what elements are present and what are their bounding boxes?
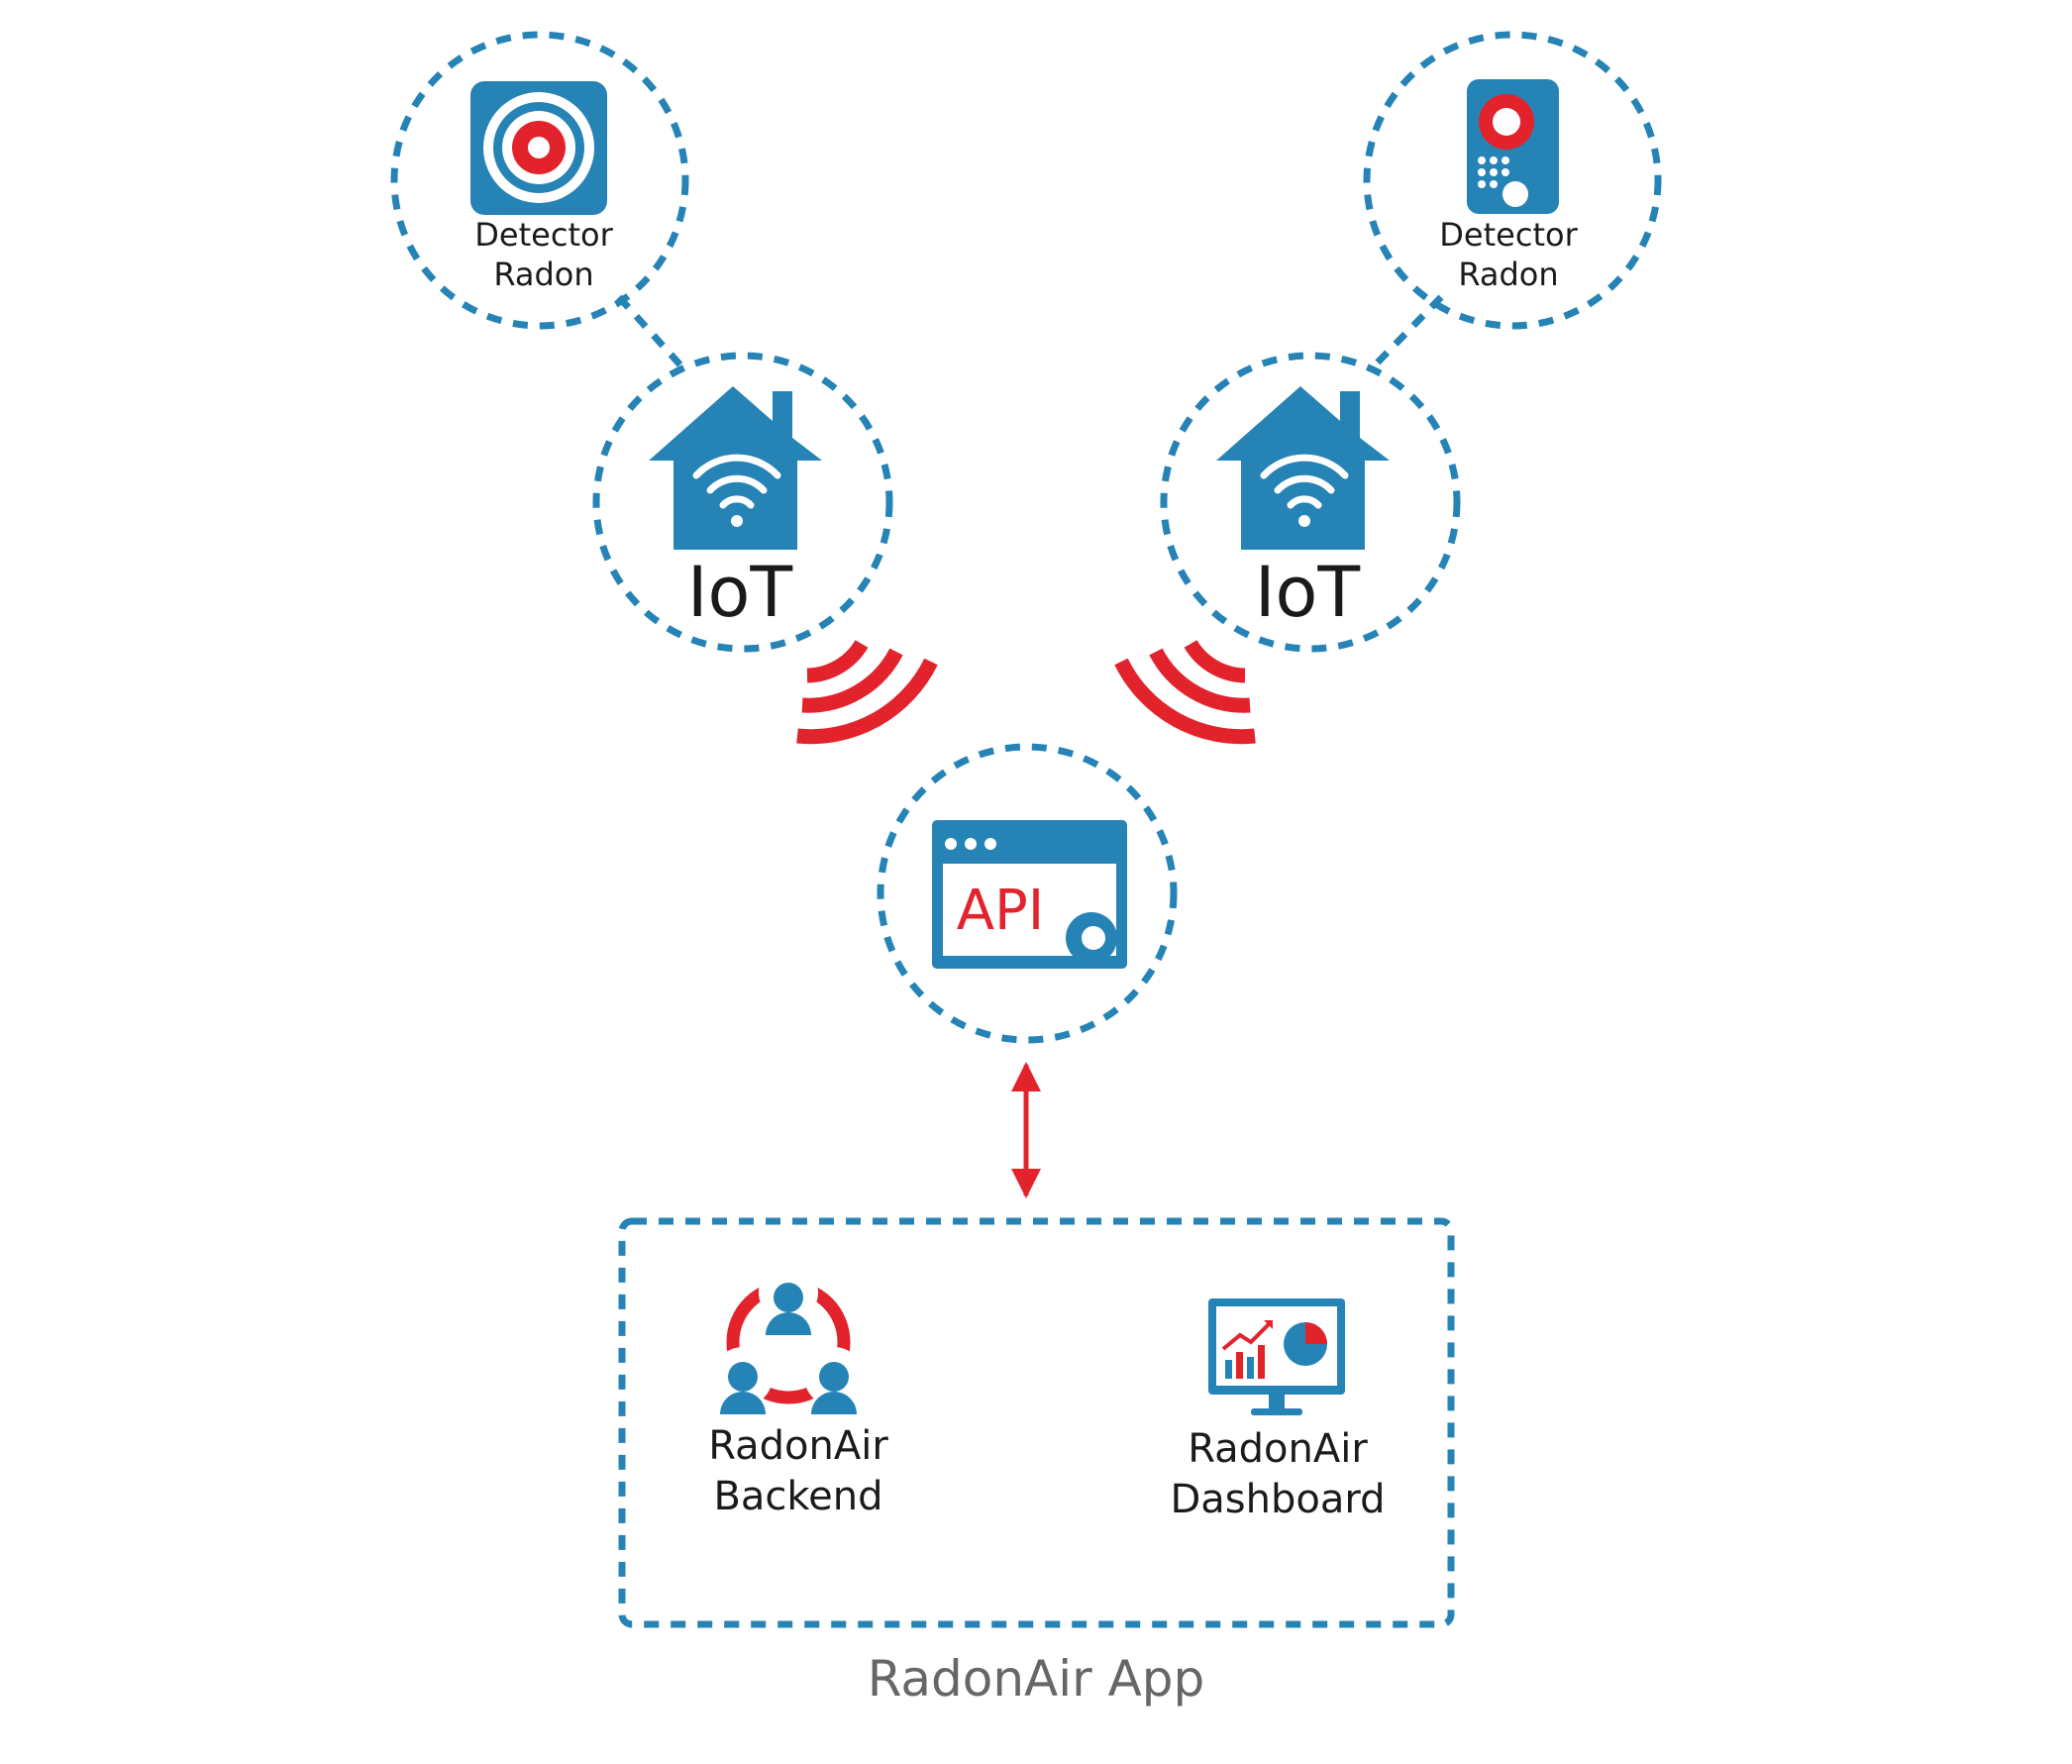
wireless-signal-icon [796, 639, 938, 745]
iot-left-label: IoT [687, 552, 792, 633]
api-node: API [877, 743, 1178, 1044]
app-caption: RadonAir App [868, 1650, 1205, 1708]
dashboard-line2: Dashboard [1170, 1477, 1385, 1522]
radonair-app-box: RadonAir Backend RadonAir Dashboard [618, 1217, 1455, 1628]
dashboard-line1: RadonAir [1188, 1426, 1368, 1472]
iot-right-label: IoT [1255, 552, 1360, 633]
radon-detector-icon [470, 81, 607, 215]
detector-node-left: Detector Radon [390, 31, 689, 330]
iot-node-left: IoT [592, 352, 893, 653]
detector-right-line1: Detector [1439, 216, 1578, 254]
wireless-signal-icon [1114, 639, 1256, 745]
smart-home-wifi-icon [649, 386, 822, 550]
network-people-icon [713, 1263, 864, 1414]
handheld-radon-detector-icon [1467, 79, 1559, 214]
backend-line1: RadonAir [708, 1423, 888, 1469]
iot-node-right: IoT [1160, 352, 1461, 653]
monitor-charts-icon [1208, 1298, 1345, 1415]
backend-line2: Backend [713, 1474, 882, 1519]
detector-node-right: Detector Radon [1363, 31, 1662, 330]
connector-right [1369, 294, 1444, 371]
detector-left-line2: Radon [493, 256, 593, 293]
connector-left [616, 294, 686, 371]
api-label: API [957, 879, 1045, 943]
smart-home-wifi-icon [1216, 386, 1390, 550]
detector-right-line2: Radon [1458, 256, 1558, 293]
api-window-gear-icon [932, 820, 1127, 969]
detector-left-line1: Detector [474, 216, 613, 254]
